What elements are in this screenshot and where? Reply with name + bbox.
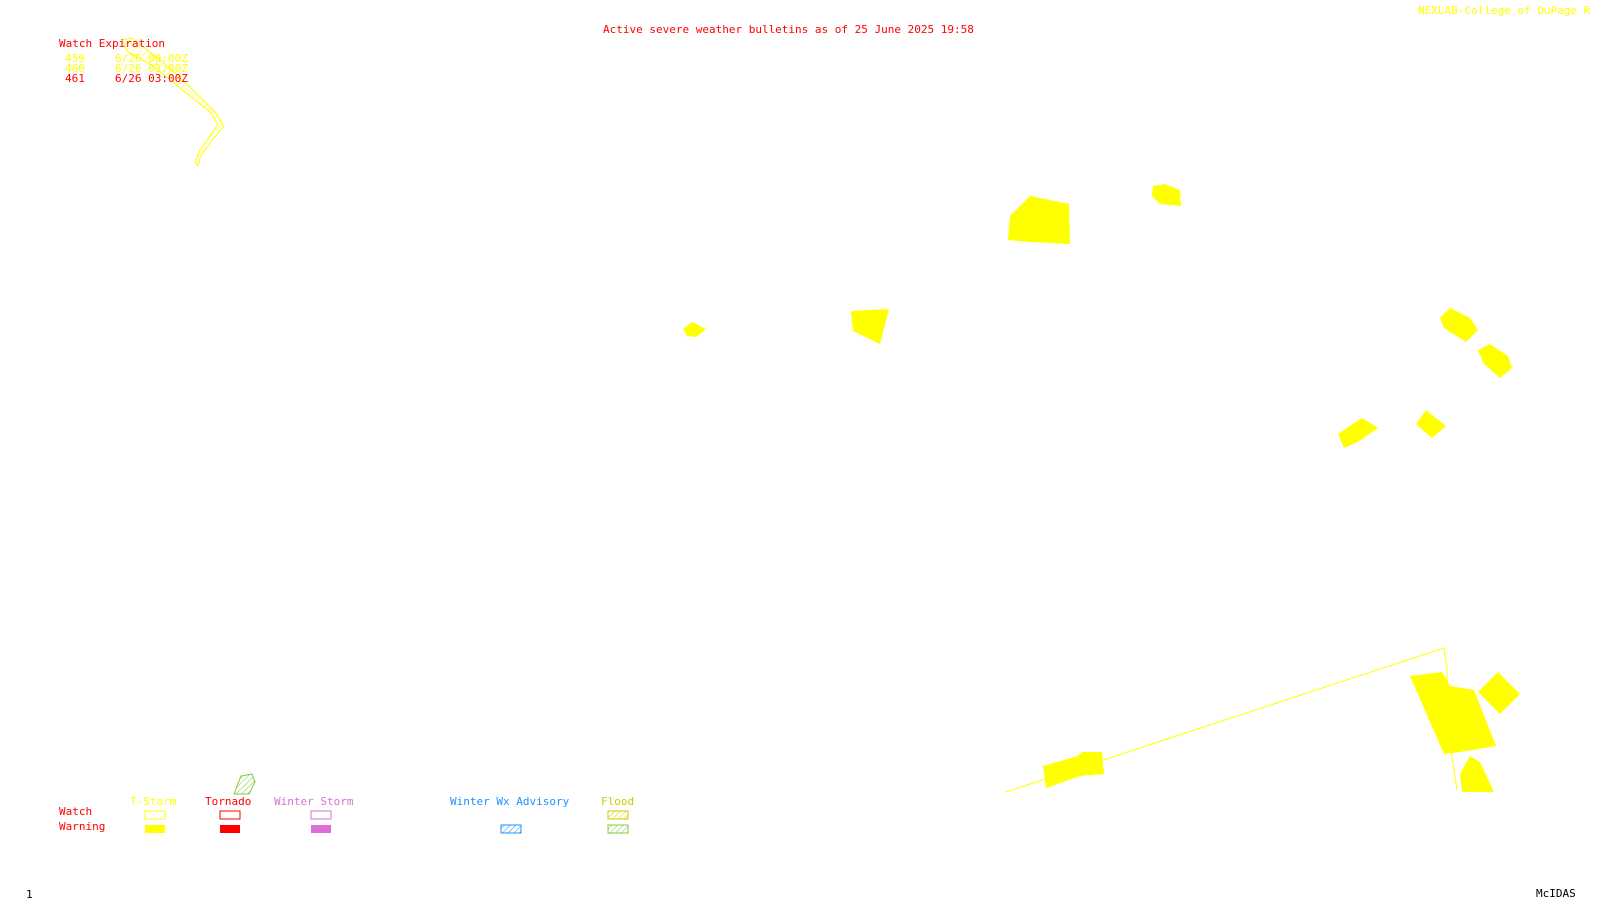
watch-expires: 6/26 00:00Z xyxy=(115,52,188,65)
flood-warning-swatch xyxy=(607,824,629,834)
flood-watch-swatch xyxy=(607,810,629,820)
warning-polygon xyxy=(683,322,706,337)
winter-storm-warning-swatch xyxy=(311,825,331,833)
watch-boundary-line xyxy=(1005,647,1458,793)
watch-area-hatched xyxy=(121,37,225,167)
watch-row: 461 6/26 03:00Z xyxy=(65,72,188,85)
warning-polygon xyxy=(1152,184,1181,206)
warning-polygon xyxy=(1478,672,1520,714)
brand-label: McIDAS xyxy=(1536,887,1576,900)
warning-polygon xyxy=(1416,410,1446,438)
tornado-warning-swatch xyxy=(220,825,240,833)
legend-tstorm-label: T-Storm xyxy=(130,795,177,808)
warning-polygon xyxy=(1478,344,1512,378)
legend-winter-storm-label: Winter Storm xyxy=(274,795,354,808)
watch-expires: 6/26 03:00Z xyxy=(115,72,188,85)
warning-polygon xyxy=(1338,418,1378,448)
legend-watch-row-label: Watch xyxy=(59,805,93,818)
warning-polygon xyxy=(1410,672,1496,754)
frame-number: 1 xyxy=(26,888,33,901)
winter-storm-watch-swatch xyxy=(310,810,332,820)
winter-advisory-swatch xyxy=(500,824,522,834)
tstorm-warning-swatch xyxy=(145,825,165,833)
tornado-watch-swatch xyxy=(219,810,241,820)
legend-warning-row-label: Warning xyxy=(59,820,106,833)
warning-polygon xyxy=(1460,756,1494,792)
warning-polygon xyxy=(1008,196,1070,244)
warning-polygon xyxy=(851,309,889,344)
map-title: Active severe weather bulletins as of 25… xyxy=(603,23,974,36)
watch-number: 459 xyxy=(65,52,85,65)
watch-expires: 6/26 03:00Z xyxy=(115,62,188,75)
watch-row: 460 6/26 03:00Z xyxy=(65,62,188,75)
warning-polygon xyxy=(1440,308,1478,342)
legend-flood-label: Flood xyxy=(601,795,635,808)
tstorm-watch-swatch xyxy=(144,810,166,820)
legend-tornado-label: Tornado xyxy=(205,795,252,808)
credit-label: NEXLAB-College of DuPage R xyxy=(1418,4,1591,17)
watch-number: 460 xyxy=(65,62,85,75)
flood-warning-polygon xyxy=(233,773,256,795)
legend-swatches xyxy=(144,810,629,834)
watch-number: 461 xyxy=(65,72,85,85)
watch-row: 459 6/26 00:00Z xyxy=(65,52,188,65)
watch-expiration-header: Watch Expiration xyxy=(59,37,165,50)
tstorm-warning-polygons xyxy=(683,184,1520,792)
legend-winter-advisory-label: Winter Wx Advisory xyxy=(450,795,570,808)
